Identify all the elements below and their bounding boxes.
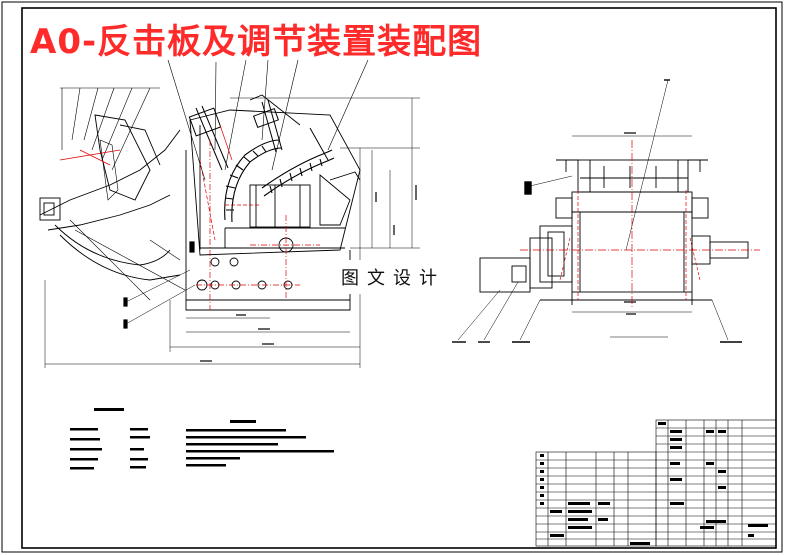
watermark-text: 图文设计 xyxy=(320,260,466,294)
side-elevation-view xyxy=(39,59,420,368)
parts-list-table xyxy=(535,419,777,547)
callout-leaders-right xyxy=(457,79,729,341)
centerlines-left xyxy=(59,124,320,310)
dimension-text-marks xyxy=(200,185,417,362)
technical-notes xyxy=(70,408,334,470)
callout-leaders-left xyxy=(60,59,369,181)
callout-tags-right xyxy=(452,79,742,343)
centerlines-front xyxy=(520,140,760,308)
drawing-title: A0-反击板及调节装置装配图 xyxy=(30,22,483,62)
impact-plate-lower xyxy=(261,149,335,197)
dimension-lines xyxy=(44,97,420,368)
part-tags-left xyxy=(123,241,196,329)
parts-list-text-marks xyxy=(540,422,768,545)
front-dimension-text-marks xyxy=(624,132,636,315)
front-elevation-view xyxy=(452,79,749,343)
rotor-frame xyxy=(249,171,361,228)
adjustment-rods xyxy=(188,99,329,171)
impact-plate-upper xyxy=(224,139,283,223)
hinged-door-open xyxy=(39,114,186,301)
